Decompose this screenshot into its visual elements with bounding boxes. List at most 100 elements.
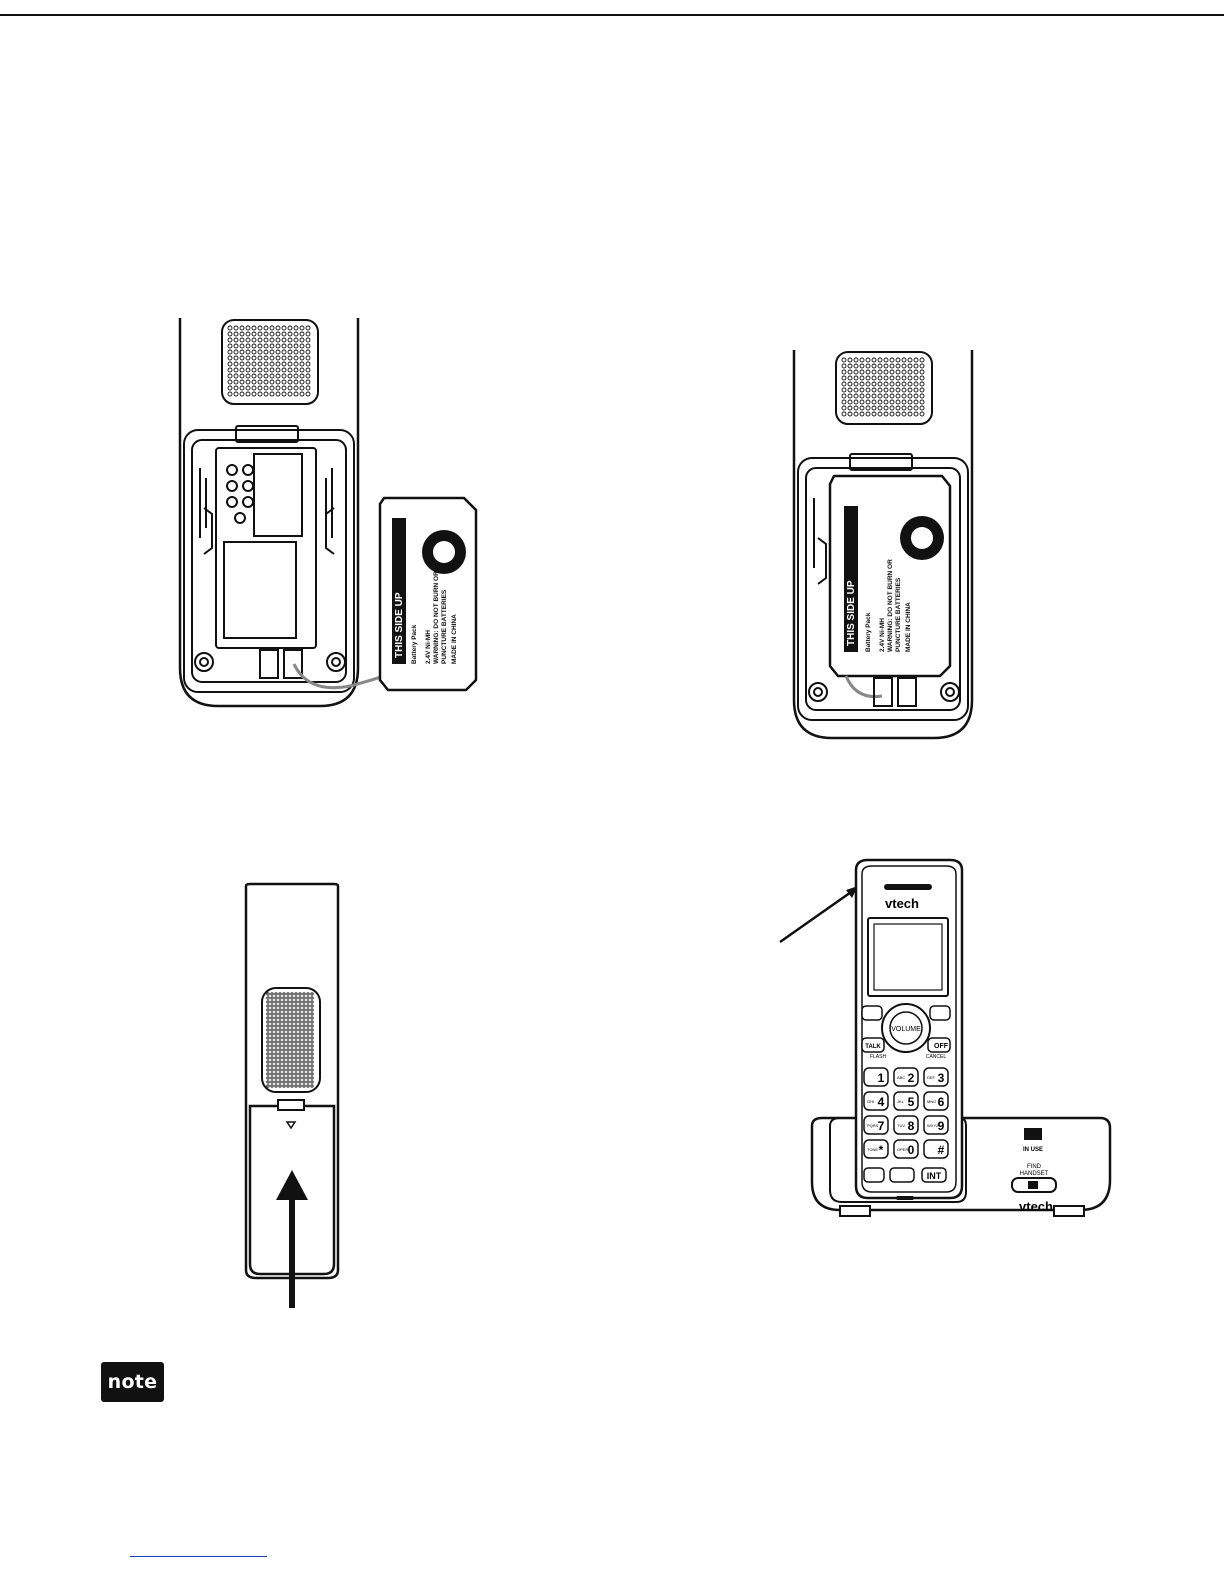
grille-hole — [306, 1048, 310, 1052]
keypad-key[interactable] — [863, 1115, 889, 1135]
grille-hole — [286, 1044, 290, 1048]
grille-hole — [270, 1080, 274, 1084]
grille-hole — [293, 367, 299, 373]
grille-hole — [294, 1012, 298, 1016]
grille-hole — [286, 1064, 290, 1068]
flash-label: FLASH — [870, 1054, 887, 1060]
keypad-key[interactable] — [923, 1115, 949, 1135]
grille-hole — [239, 391, 245, 397]
grille-hole — [302, 1012, 306, 1016]
grille-hole — [274, 1016, 278, 1020]
grille-hole — [877, 387, 883, 393]
grille-hole — [853, 375, 859, 381]
grille-hole — [263, 385, 269, 391]
keypad-key[interactable] — [923, 1091, 949, 1111]
grille-hole — [907, 363, 913, 369]
grille-hole — [310, 1064, 314, 1068]
keypad-key[interactable] — [893, 1091, 919, 1111]
keypad-key[interactable] — [863, 1139, 889, 1159]
grille-hole — [233, 355, 239, 361]
grille-hole — [266, 1036, 270, 1040]
keypad-key[interactable] — [893, 1115, 919, 1135]
grille-hole — [275, 331, 281, 337]
grille-hole — [302, 1056, 306, 1060]
grille-hole — [847, 411, 853, 417]
grille-hole — [859, 405, 865, 411]
grille-hole — [263, 367, 269, 373]
grille-hole — [287, 391, 293, 397]
grille-hole — [298, 1028, 302, 1032]
grille-hole — [302, 1052, 306, 1056]
grille-hole — [233, 391, 239, 397]
grille-hole — [919, 399, 925, 405]
grille-hole — [278, 1048, 282, 1052]
grille-hole — [286, 1004, 290, 1008]
grille-hole — [883, 357, 889, 363]
grille-hole — [233, 373, 239, 379]
grille-hole — [251, 349, 257, 355]
grille-hole — [266, 1032, 270, 1036]
grille-hole — [877, 363, 883, 369]
grille-hole — [901, 375, 907, 381]
keypad-key[interactable] — [893, 1139, 919, 1159]
grille-hole — [306, 992, 310, 996]
keypad-key[interactable] — [893, 1067, 919, 1087]
grille-hole — [278, 1016, 282, 1020]
grille-hole — [270, 1052, 274, 1056]
grille-hole — [298, 1084, 302, 1088]
grille-hole — [257, 361, 263, 367]
grille-hole — [290, 1004, 294, 1008]
grille-hole — [266, 1028, 270, 1032]
grille-hole — [871, 399, 877, 405]
grille-hole — [841, 375, 847, 381]
grille-hole — [287, 385, 293, 391]
grille-hole — [853, 387, 859, 393]
grille-hole — [281, 349, 287, 355]
grille-hole — [278, 1080, 282, 1084]
grille-hole — [287, 361, 293, 367]
grille-hole — [841, 393, 847, 399]
grille-hole — [274, 1052, 278, 1056]
grille-hole — [877, 405, 883, 411]
grille-hole — [306, 1032, 310, 1036]
keypad-key[interactable] — [923, 1067, 949, 1087]
keypad-key[interactable] — [863, 1091, 889, 1111]
grille-hole — [913, 381, 919, 387]
grille-hole — [859, 399, 865, 405]
grille-hole — [294, 1020, 298, 1024]
keypad-key[interactable] — [863, 1067, 889, 1087]
grille-hole — [871, 381, 877, 387]
grille-hole — [847, 405, 853, 411]
grille-hole — [877, 369, 883, 375]
grille-hole — [274, 1072, 278, 1076]
grille-hole — [853, 357, 859, 363]
grille-hole — [282, 1064, 286, 1068]
grille-hole — [298, 1072, 302, 1076]
grille-hole — [889, 411, 895, 417]
grille-hole — [282, 1068, 286, 1072]
grille-hole — [266, 1072, 270, 1076]
grille-hole — [278, 1060, 282, 1064]
battery-side-up-label: THIS SIDE UP — [394, 592, 405, 658]
grille-hole — [305, 367, 311, 373]
grille-hole — [266, 1016, 270, 1020]
grille-hole — [302, 1004, 306, 1008]
grille-hole — [269, 373, 275, 379]
grille-hole — [286, 1072, 290, 1076]
keypad-key[interactable] — [923, 1139, 949, 1159]
grille-hole — [266, 996, 270, 1000]
grille-hole — [281, 373, 287, 379]
grille-hole — [290, 1000, 294, 1004]
grille-hole — [282, 1004, 286, 1008]
grille-hole — [299, 325, 305, 331]
grille-hole — [275, 349, 281, 355]
grille-hole — [286, 1020, 290, 1024]
grille-hole — [871, 369, 877, 375]
grille-hole — [306, 1040, 310, 1044]
grille-hole — [263, 349, 269, 355]
grille-hole — [859, 375, 865, 381]
grille-hole — [269, 361, 275, 367]
footer-link-underline[interactable] — [130, 1556, 267, 1557]
grille-hole — [282, 1060, 286, 1064]
grille-hole — [227, 355, 233, 361]
